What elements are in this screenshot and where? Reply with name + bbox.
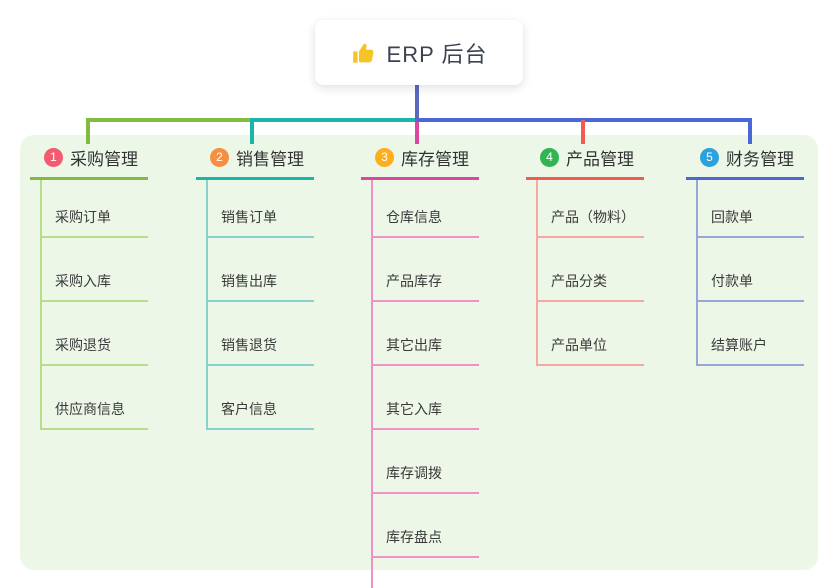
child-node[interactable]: 付款单 — [698, 238, 804, 302]
branch-sales: 2 销售管理 销售订单销售出库销售退货客户信息 — [196, 146, 314, 430]
child-node[interactable]: 采购入库 — [42, 238, 148, 302]
branch-inventory: 3 库存管理 仓库信息产品库存其它出库其它入库库存调拨库存盘点出库库明细 — [361, 146, 479, 588]
child-node[interactable]: 出库库明细 — [373, 558, 479, 588]
connector-branch-1-drop — [86, 118, 90, 144]
child-node[interactable]: 库存调拨 — [373, 430, 479, 494]
branch-children-inventory: 仓库信息产品库存其它出库其它入库库存调拨库存盘点出库库明细 — [371, 180, 479, 588]
branch-label: 产品管理 — [566, 149, 634, 169]
child-node[interactable]: 客户信息 — [208, 366, 314, 430]
child-node[interactable]: 销售退货 — [208, 302, 314, 366]
child-node[interactable]: 产品（物料） — [538, 180, 644, 238]
branch-node-finance[interactable]: 5 财务管理 — [686, 146, 804, 180]
connector-branch-2-drop — [250, 118, 254, 144]
child-node[interactable]: 销售出库 — [208, 238, 314, 302]
root-title: ERP 后台 — [386, 41, 488, 67]
child-node[interactable]: 供应商信息 — [42, 366, 148, 430]
branch-number-badge: 4 — [540, 147, 559, 167]
thumbs-up-icon — [351, 40, 377, 66]
branch-children-finance: 回款单付款单结算账户 — [696, 180, 804, 366]
branch-children-purchase: 采购订单采购入库采购退货供应商信息 — [40, 180, 148, 430]
child-node[interactable]: 产品单位 — [538, 302, 644, 366]
branch-node-inventory[interactable]: 3 库存管理 — [361, 146, 479, 180]
connector-branch-3-drop — [415, 120, 419, 144]
branch-node-sales[interactable]: 2 销售管理 — [196, 146, 314, 180]
children-panel — [20, 135, 818, 570]
connector-branch-5-drop — [748, 118, 752, 144]
branch-node-product[interactable]: 4 产品管理 — [526, 146, 644, 180]
branch-children-sales: 销售订单销售出库销售退货客户信息 — [206, 180, 314, 430]
branch-node-purchase[interactable]: 1 采购管理 — [30, 146, 148, 180]
child-node[interactable]: 采购退货 — [42, 302, 148, 366]
child-node[interactable]: 仓库信息 — [373, 180, 479, 238]
child-node[interactable]: 采购订单 — [42, 180, 148, 238]
branch-children-product: 产品（物料）产品分类产品单位 — [536, 180, 644, 366]
branch-number-badge: 2 — [210, 147, 229, 167]
connector-branch-4-drop — [581, 120, 585, 144]
child-node[interactable]: 产品库存 — [373, 238, 479, 302]
child-node[interactable]: 其它入库 — [373, 366, 479, 430]
connector-branch-5-horizontal — [419, 118, 752, 122]
connector-branch-1-horizontal — [86, 118, 254, 122]
branch-label: 销售管理 — [236, 149, 304, 169]
child-node[interactable]: 库存盘点 — [373, 494, 479, 558]
branch-number-badge: 5 — [700, 147, 719, 167]
branch-purchase: 1 采购管理 采购订单采购入库采购退货供应商信息 — [30, 146, 148, 430]
branch-label: 库存管理 — [401, 149, 469, 169]
branch-label: 采购管理 — [70, 149, 138, 169]
branch-number-badge: 1 — [44, 147, 63, 167]
connector-branch-2-horizontal — [250, 118, 416, 122]
branch-finance: 5 财务管理 回款单付款单结算账户 — [686, 146, 804, 366]
branch-product: 4 产品管理 产品（物料）产品分类产品单位 — [526, 146, 644, 366]
branch-number-badge: 3 — [375, 147, 394, 167]
child-node[interactable]: 其它出库 — [373, 302, 479, 366]
child-node[interactable]: 结算账户 — [698, 302, 804, 366]
child-node[interactable]: 销售订单 — [208, 180, 314, 238]
branch-label: 财务管理 — [726, 149, 794, 169]
child-node[interactable]: 产品分类 — [538, 238, 644, 302]
root-node[interactable]: ERP 后台 — [315, 20, 523, 85]
child-node[interactable]: 回款单 — [698, 180, 804, 238]
connector-root-stem — [415, 85, 419, 122]
